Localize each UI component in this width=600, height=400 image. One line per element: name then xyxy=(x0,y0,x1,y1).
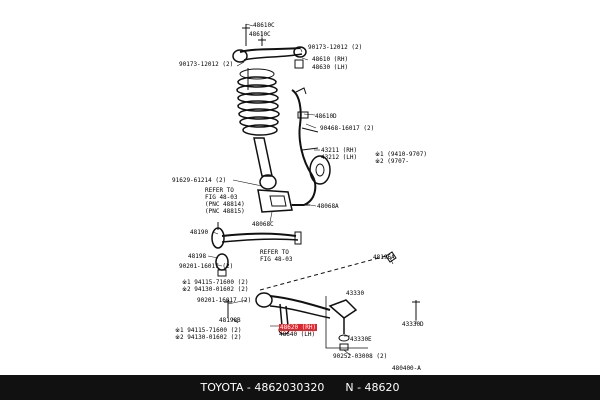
callout-90173-left: 90173-12012 (2) xyxy=(179,61,234,68)
callout-48630: 48630 (LH) xyxy=(312,64,349,71)
callout-48610d: 48610D xyxy=(315,113,337,120)
callout-94130-a: ※2 94130-01602 (2) xyxy=(182,286,249,293)
footer-text: TOYOTA - 4862030320 N - 48620 xyxy=(200,381,400,394)
callout-90252: 90252-03008 (2) xyxy=(333,353,388,360)
callout-94115-a: ※1 94115-71600 (2) xyxy=(182,279,249,286)
callout-48610c-a: 48610C xyxy=(253,22,275,29)
callout-480400-a: 480400-A xyxy=(392,365,421,372)
suspension-line-drawing xyxy=(207,23,420,356)
rod-drawing xyxy=(259,251,397,291)
callout-48640: 48640 (LH) xyxy=(279,331,316,338)
callout-refer-2a: REFER TO xyxy=(260,249,289,256)
callout-48610: 48610 (RH) xyxy=(312,56,349,63)
callout-48620-highlighted[interactable]: 48620 (RH) xyxy=(279,324,318,331)
part-number-footer: TOYOTA - 4862030320 N - 48620 xyxy=(0,375,600,400)
callout-43211: 43211 (RH) xyxy=(321,147,358,154)
callout-refer-1b: FIG 48-03 xyxy=(205,194,238,201)
callout-43330d: 43330D xyxy=(402,321,424,328)
bracket-drawing xyxy=(257,189,310,213)
upper-control-arm-drawing xyxy=(232,24,307,69)
callout-48198: 48198 xyxy=(188,253,207,260)
callout-pnc-48815: (PNC 48815) xyxy=(205,208,245,215)
callout-91629: 91629-61214 (2) xyxy=(172,177,227,184)
leader-lines xyxy=(207,23,417,356)
callout-43330e: 43330E xyxy=(350,336,372,343)
callout-48068c: 48068C xyxy=(252,221,274,228)
coil-spring-drawing xyxy=(236,68,280,190)
callout-48610c-b: 48610C xyxy=(249,31,271,38)
callout-48196a: 48196A xyxy=(373,254,395,261)
callout-94115-b: ※1 94115-71600 (2) xyxy=(175,327,242,334)
callout-90173-top: 90173-12012 (2) xyxy=(308,44,363,51)
callout-refer-1a: REFER TO xyxy=(205,187,234,194)
strut-bar-drawing xyxy=(211,222,302,277)
callout-43330: 43330 xyxy=(346,290,365,297)
callout-pnc-48814: (PNC 48814) xyxy=(205,201,245,208)
callout-90201-a: 90201-16017 (2) xyxy=(179,263,234,270)
callout-94130-b: ※2 94130-01602 (2) xyxy=(175,334,242,341)
callout-48198b: 48198B xyxy=(219,317,241,324)
callout-9707: ※2 (9707- xyxy=(375,158,409,165)
callout-90201-b: 90201-16017 (2) xyxy=(197,297,252,304)
callout-refer-2b: FIG 48-03 xyxy=(260,256,293,263)
ball-joint-drawing xyxy=(325,296,420,351)
callout-90468: 90468-16017 (2) xyxy=(320,125,375,132)
steering-knuckle-drawing xyxy=(291,87,331,206)
callout-48068a: 48068A xyxy=(317,203,339,210)
callout-48190: 48190 xyxy=(190,229,209,236)
callout-9410: ※1 (9410-9707) xyxy=(375,151,427,158)
callout-43212: 43212 (LH) xyxy=(321,154,358,161)
